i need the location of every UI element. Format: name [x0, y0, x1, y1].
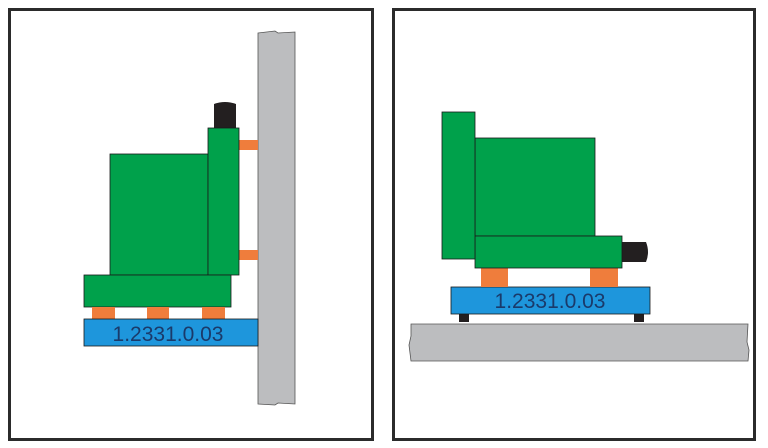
spacer — [481, 268, 508, 287]
spacer — [147, 307, 169, 319]
mounting-plate — [450, 286, 651, 315]
foot — [634, 314, 644, 322]
mounting-plate — [83, 318, 259, 347]
part-label: 1.2331.0.03 — [495, 290, 606, 313]
foot — [459, 314, 469, 322]
device-side-plate — [207, 127, 240, 276]
cable — [214, 102, 236, 128]
wall-spacer — [239, 140, 258, 150]
spacer — [92, 307, 115, 319]
cable — [622, 242, 648, 262]
spacer — [590, 268, 618, 287]
wall — [257, 30, 296, 406]
wall-spacer — [239, 250, 258, 260]
panel-floor-mount: 1.2331.0.03 — [392, 8, 756, 441]
device-base — [83, 274, 232, 308]
device-body — [474, 137, 596, 237]
device-base — [474, 235, 623, 269]
device-body — [109, 153, 209, 276]
floor — [408, 323, 750, 362]
spacer — [202, 307, 225, 319]
device-side-plate — [441, 111, 476, 260]
part-label: 1.2331.0.03 — [113, 323, 224, 346]
panel-wall-mount: 1.2331.0.03 — [8, 8, 374, 441]
